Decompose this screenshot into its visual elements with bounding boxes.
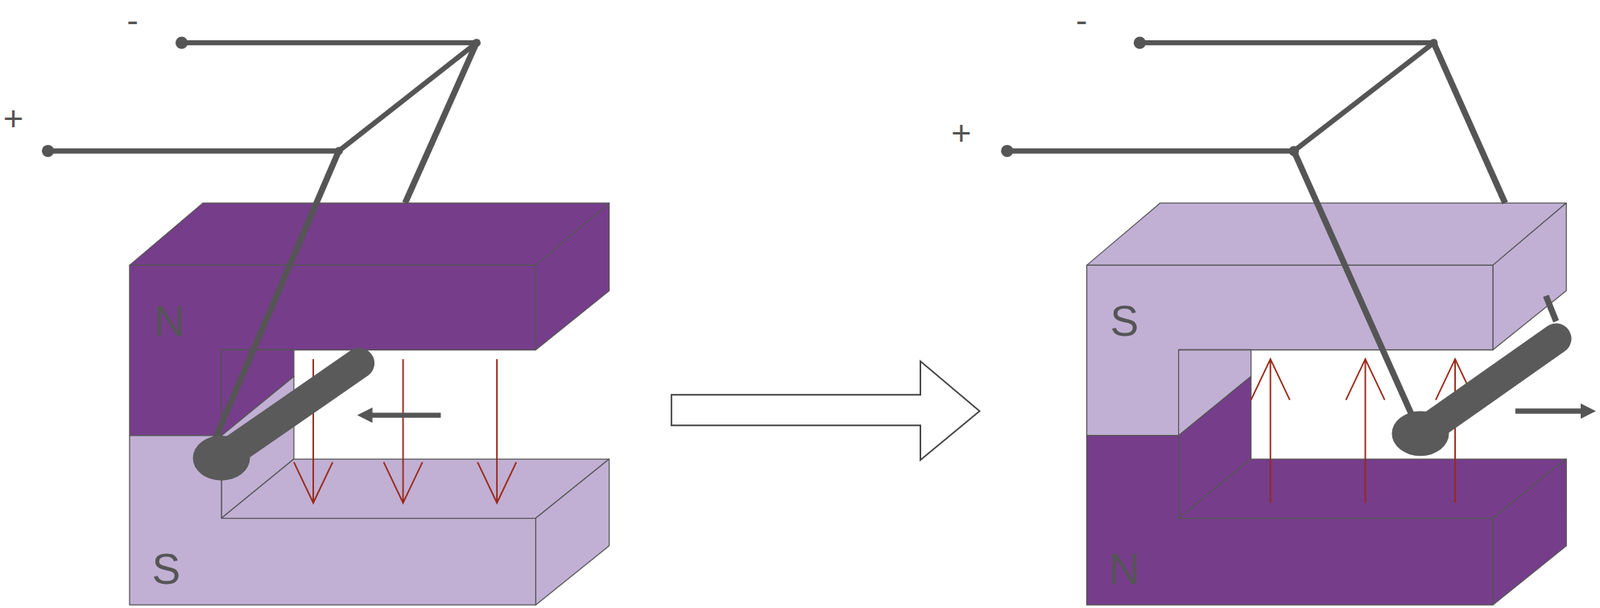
terminal-sign: + xyxy=(3,100,24,136)
field-arrow xyxy=(1251,359,1290,504)
wire xyxy=(1007,148,1295,153)
field-arrow xyxy=(477,359,517,504)
pole-letter: S xyxy=(1110,298,1139,342)
wire xyxy=(1433,42,1505,203)
terminal xyxy=(1133,37,1146,50)
magnet-face xyxy=(1492,458,1567,605)
wire xyxy=(48,148,340,153)
field-lines-up xyxy=(1251,359,1476,504)
wire xyxy=(1546,295,1557,322)
junction xyxy=(472,38,481,47)
wire xyxy=(1294,42,1435,151)
terminal xyxy=(41,144,54,158)
force-arrow xyxy=(369,412,442,418)
right-circuit xyxy=(1000,37,1584,457)
wire xyxy=(405,42,477,203)
wire xyxy=(1139,40,1434,46)
terminal xyxy=(1000,144,1013,158)
transition-arrow xyxy=(671,360,980,460)
conductor-rod xyxy=(226,363,360,455)
magnet-face xyxy=(535,202,609,350)
junction xyxy=(1429,38,1438,47)
left-magnet xyxy=(129,202,610,605)
magnet-face xyxy=(129,202,610,265)
magnet-face xyxy=(1087,435,1493,605)
magnet-face xyxy=(129,435,536,605)
right-magnet xyxy=(1087,202,1567,605)
pole-letter: S xyxy=(152,546,181,590)
rod-end xyxy=(193,435,251,481)
pole-letter: N xyxy=(153,298,185,342)
junction xyxy=(334,146,344,155)
terminal-sign: + xyxy=(950,115,972,150)
junction xyxy=(1288,145,1299,157)
pole-letter: N xyxy=(1108,546,1140,590)
rod-end xyxy=(1391,411,1449,457)
field-arrow xyxy=(1345,359,1385,504)
conductor-rod xyxy=(1425,339,1556,431)
left-circuit xyxy=(41,37,481,481)
wire xyxy=(1294,150,1414,418)
force-arrow xyxy=(1515,408,1584,414)
magnet-face xyxy=(129,264,536,436)
wire xyxy=(339,42,477,151)
terminal-sign: - xyxy=(1075,3,1088,38)
wire xyxy=(181,40,477,46)
field-arrow xyxy=(383,359,422,504)
terminal-sign: - xyxy=(127,3,139,38)
magnet-face xyxy=(1087,202,1567,265)
magnet-face xyxy=(535,458,609,605)
terminal xyxy=(175,37,188,50)
